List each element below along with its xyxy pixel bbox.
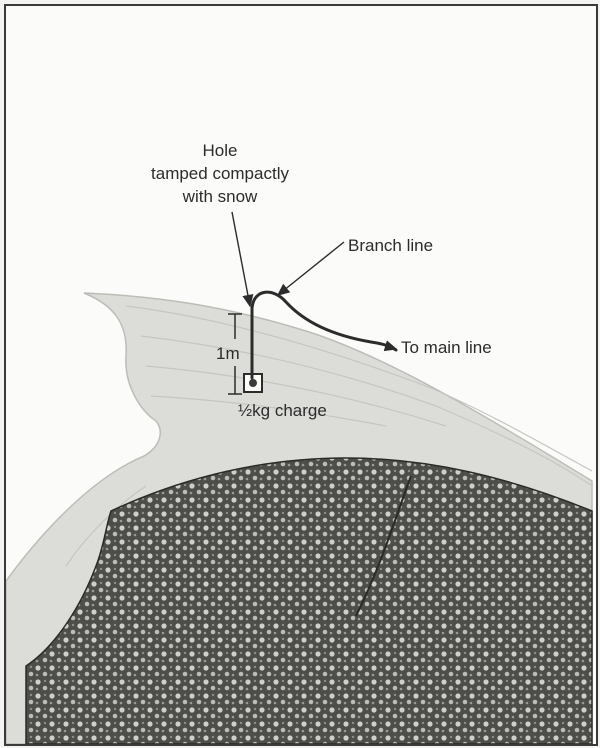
branch-pointer [278,242,344,295]
depth-label: 1m [216,344,240,363]
cornice-blasting-diagram: Hole tamped compactly with snow Branch l… [6,6,596,744]
charge-label: ½kg charge [238,401,327,420]
hole-pointer [232,212,250,306]
main-line-label: To main line [401,338,492,357]
hole-label-line3: with snow [182,187,258,206]
charge-core [249,379,257,387]
hole-label-line2: tamped compactly [151,164,289,183]
branch-line-label: Branch line [348,236,433,255]
diagram-frame: Hole tamped compactly with snow Branch l… [4,4,598,746]
hole-label-line1: Hole [203,141,238,160]
